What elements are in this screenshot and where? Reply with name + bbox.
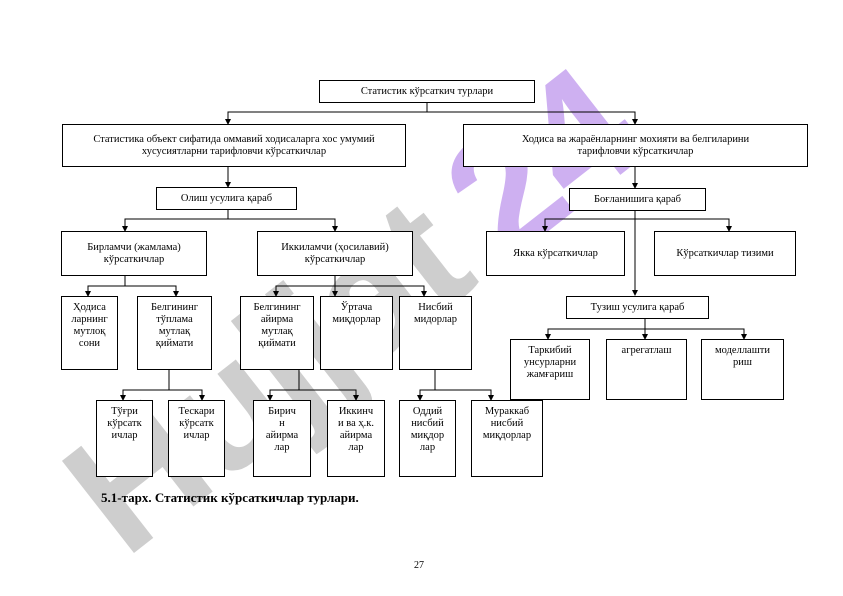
node-essence-features: Ходиса ва жараёнларнинг мохияти ва белги… [463,124,808,167]
node-relative: Нисбий мидорлар [399,296,472,370]
node-by-method: Олиш усулига қараб [156,187,297,210]
node-second-differences: Иккинч и ва ҳ.к. айирма лар [327,400,385,477]
node-general-properties: Статистика объект сифатида оммавий ходис… [62,124,406,167]
node-complex-relative: Мураккаб нисбий миқдорлар [471,400,543,477]
node-direct: Тўғри кўрсатк ичлар [96,400,153,477]
node-simple-relative: Оддий нисбий миқдор лар [399,400,456,477]
node-primary: Бирламчи (жамлама) кўрсаткичлар [61,231,207,276]
node-averages: Ўртача миқдорлар [320,296,393,370]
node-sum-absolute: Белгининг тўплама мутлақ қиймати [137,296,212,370]
node-event-count: Ҳодиса ларнинг мутлоқ сони [61,296,118,370]
node-secondary: Иккиламчи (ҳосилавий) кўрсаткичлар [257,231,413,276]
node-by-relation: Боғланишига қараб [569,188,706,211]
node-root: Статистик кўрсаткич турлари [319,80,535,103]
node-inverse: Тескари кўрсатк ичлар [168,400,225,477]
node-system: Кўрсаткичлар тизими [654,231,796,276]
figure-caption: 5.1-тарх. Статистик кўрсаткичлар турлари… [101,490,359,505]
node-first-differences: Бирич н айирма лар [253,400,311,477]
node-by-build: Тузиш усулига қараб [566,296,709,319]
node-modeling: моделлашти риш [701,339,784,400]
node-single: Якка кўрсаткичлар [486,231,625,276]
node-aggregation: агрегатлаш [606,339,687,400]
page-number: 27 [414,560,424,571]
node-composition: Таркибий унсурларни жамғариш [510,339,590,400]
node-diff-absolute: Белгининг айирма мутлақ қиймати [240,296,314,370]
svg-text:Hujjat: Hujjat [31,162,503,589]
